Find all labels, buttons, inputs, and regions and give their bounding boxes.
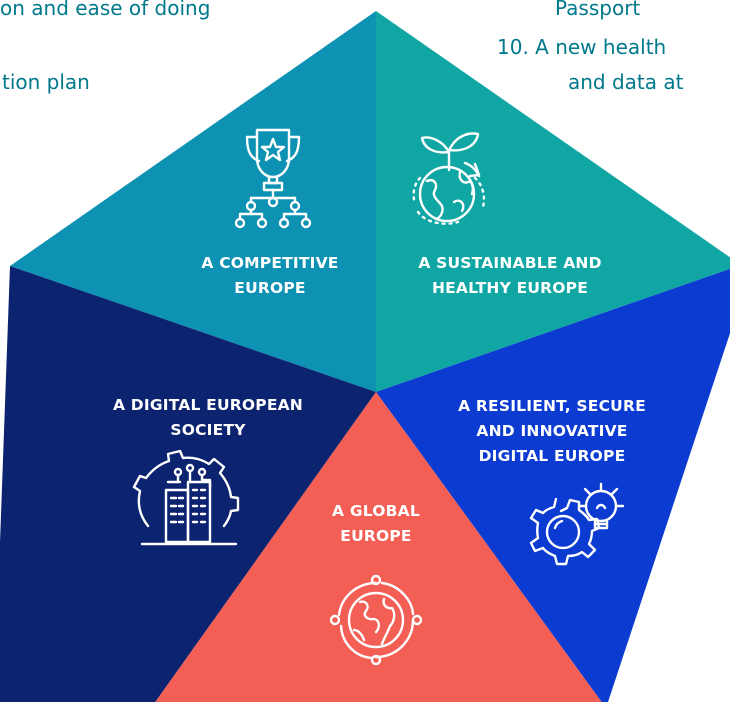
segment-sustainable[interactable] bbox=[376, 11, 730, 392]
label-sustainable: A SUSTAINABLE AND HEALTHY EUROPE bbox=[418, 251, 601, 301]
background-text-fragment: Passport bbox=[555, 0, 641, 20]
background-text-fragment: 10. A new health bbox=[497, 35, 667, 59]
globe-orbit-icon bbox=[322, 570, 430, 670]
background-text-fragment: on and ease of doing bbox=[0, 0, 211, 20]
label-line: AND INNOVATIVE bbox=[476, 422, 628, 440]
segment-competitive[interactable] bbox=[10, 11, 376, 392]
background-text-fragment: and data at bbox=[568, 70, 684, 94]
label-line: EUROPE bbox=[340, 527, 412, 545]
label-resilient: A RESILIENT, SECURE AND INNOVATIVE DIGIT… bbox=[458, 394, 646, 469]
segment-global[interactable] bbox=[151, 392, 606, 702]
segment-resilient[interactable] bbox=[376, 265, 730, 702]
label-global: A GLOBAL EUROPE bbox=[332, 499, 420, 549]
label-line: SOCIETY bbox=[170, 421, 246, 439]
label-line: A RESILIENT, SECURE bbox=[458, 397, 646, 415]
label-digital-society: A DIGITAL EUROPEAN SOCIETY bbox=[113, 393, 303, 443]
globe-sprout-icon bbox=[402, 126, 496, 226]
background-text-fragment: tion plan bbox=[2, 70, 90, 94]
label-line: EUROPE bbox=[234, 279, 306, 297]
label-line: A COMPETITIVE bbox=[201, 254, 339, 272]
trophy-network-icon bbox=[231, 128, 315, 230]
label-competitive: A COMPETITIVE EUROPE bbox=[201, 251, 338, 301]
label-line: A GLOBAL bbox=[332, 502, 420, 520]
gear-lightbulb-icon bbox=[521, 480, 627, 584]
smart-city-gear-icon bbox=[132, 446, 240, 552]
label-line: A SUSTAINABLE AND bbox=[418, 254, 602, 272]
label-line: DIGITAL EUROPE bbox=[478, 447, 626, 465]
label-line: HEALTHY EUROPE bbox=[431, 279, 589, 297]
label-line: A DIGITAL EUROPEAN bbox=[113, 396, 303, 414]
